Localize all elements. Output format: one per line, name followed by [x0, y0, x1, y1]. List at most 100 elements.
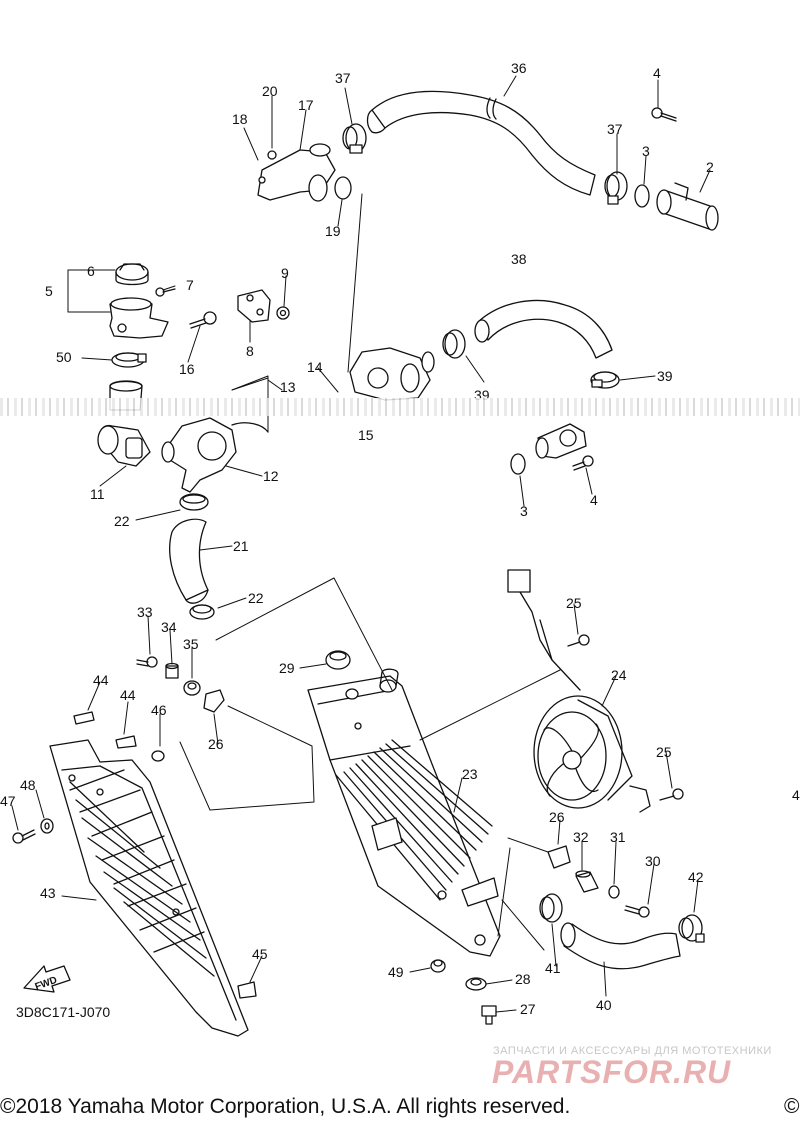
clamp-37-upper [342, 123, 367, 154]
washer-48 [40, 818, 54, 834]
callout: 44 [120, 687, 136, 703]
clamp-39-right [590, 371, 620, 389]
pad-44-b [115, 735, 137, 749]
callout: 18 [232, 111, 248, 127]
callout: 25 [566, 595, 582, 611]
callout: 4 [792, 787, 800, 803]
callout: 49 [388, 964, 404, 980]
diagram-code: 3D8C171-J070 [16, 1004, 111, 1020]
grommet-35 [183, 680, 201, 696]
hose-38 [474, 299, 613, 359]
callout: 40 [596, 997, 612, 1013]
pad-45 [237, 981, 257, 999]
fan-connector [507, 569, 553, 661]
watermark-logo: PARTSFOR.RU [492, 1054, 732, 1090]
callout: 15 [358, 427, 374, 443]
copyright-trailing: © [784, 1095, 800, 1118]
callout: 19 [325, 223, 341, 239]
bolt-16 [189, 311, 217, 329]
collar-34 [165, 662, 179, 679]
collar-46 [151, 750, 165, 762]
filler-neck [109, 297, 169, 339]
clamp-42 [678, 914, 705, 943]
callout: 20 [262, 83, 278, 99]
nut-9 [276, 306, 290, 320]
callout: 43 [40, 885, 56, 901]
radiator-cap-6 [115, 263, 149, 286]
callout: 33 [137, 604, 153, 620]
callout: 7 [186, 277, 194, 293]
callout: 13 [280, 379, 296, 395]
hose-36 [366, 90, 596, 196]
bolt-25-top [567, 634, 590, 647]
clamp-39-left [442, 329, 466, 359]
callout: 4 [590, 492, 598, 508]
bolt-30 [624, 905, 650, 918]
callout: 32 [573, 829, 589, 845]
callout: 22 [114, 513, 130, 529]
callout: 22 [248, 590, 264, 606]
sensor-15 [535, 423, 587, 459]
callout: 17 [298, 97, 314, 113]
pipe-17 [257, 143, 336, 202]
callout: 45 [252, 946, 268, 962]
hose-21 [169, 518, 209, 604]
callout: 11 [90, 486, 105, 502]
screw-7 [155, 287, 176, 297]
o-ring-3-top [634, 184, 650, 208]
callout: 34 [161, 619, 177, 635]
callout: 42 [688, 869, 704, 885]
o-ring-19 [334, 176, 352, 200]
bolt-4-mid [572, 455, 594, 471]
pad-44-a [73, 711, 95, 725]
clamp-22-bottom [189, 604, 215, 620]
drain-bolt-27 [481, 1005, 497, 1025]
callout: 6 [87, 263, 95, 279]
callout: 26 [549, 809, 565, 825]
clamp-22-top [179, 493, 209, 511]
callout: 27 [520, 1001, 536, 1017]
plate-8 [237, 289, 271, 323]
fan-24 [533, 619, 651, 813]
callout: 21 [233, 538, 249, 554]
callout: 2 [706, 159, 714, 175]
callout: 4 [653, 65, 661, 81]
washer-31 [608, 885, 620, 899]
callout: 14 [307, 359, 323, 375]
housing-12 [161, 417, 269, 493]
callout: 28 [515, 971, 531, 987]
callout: 5 [45, 283, 53, 299]
shroud-43 [49, 739, 249, 1037]
clamp-41 [539, 893, 563, 923]
callout: 3 [642, 143, 650, 159]
o-ring-3-mid [510, 453, 526, 475]
callout: 46 [151, 702, 167, 718]
callout: 48 [20, 777, 36, 793]
washer-28 [465, 977, 487, 991]
radiator-23 [307, 668, 501, 957]
callout: 50 [56, 349, 72, 365]
clamp-37-right [604, 171, 628, 205]
callout: 9 [281, 265, 289, 281]
callout: 3 [520, 503, 528, 519]
callout: 35 [183, 636, 199, 652]
callout: 37 [335, 70, 351, 86]
watermark-subtitle: ЗАПЧАСТИ И АКСЕССУАРЫ ДЛЯ МОТОТЕХНИКИ [493, 1045, 772, 1057]
bolt-33 [136, 656, 158, 668]
callout: 29 [279, 660, 295, 676]
hose-40 [560, 922, 681, 970]
fwd-arrow-icon [23, 965, 71, 993]
bolt-25-right [659, 788, 684, 801]
leader-lines [11, 75, 711, 1013]
callout: 41 [545, 960, 561, 976]
bolt-47 [12, 829, 36, 844]
bracket-26-right [547, 845, 571, 869]
callout: 24 [611, 667, 627, 683]
callout: 8 [246, 343, 254, 359]
pipe-2 [656, 182, 719, 231]
housing-14 [349, 347, 435, 401]
callout-labels: 36 37 20 17 18 4 37 3 2 19 38 6 7 5 9 8 … [0, 60, 800, 1017]
callout: 30 [645, 853, 661, 869]
